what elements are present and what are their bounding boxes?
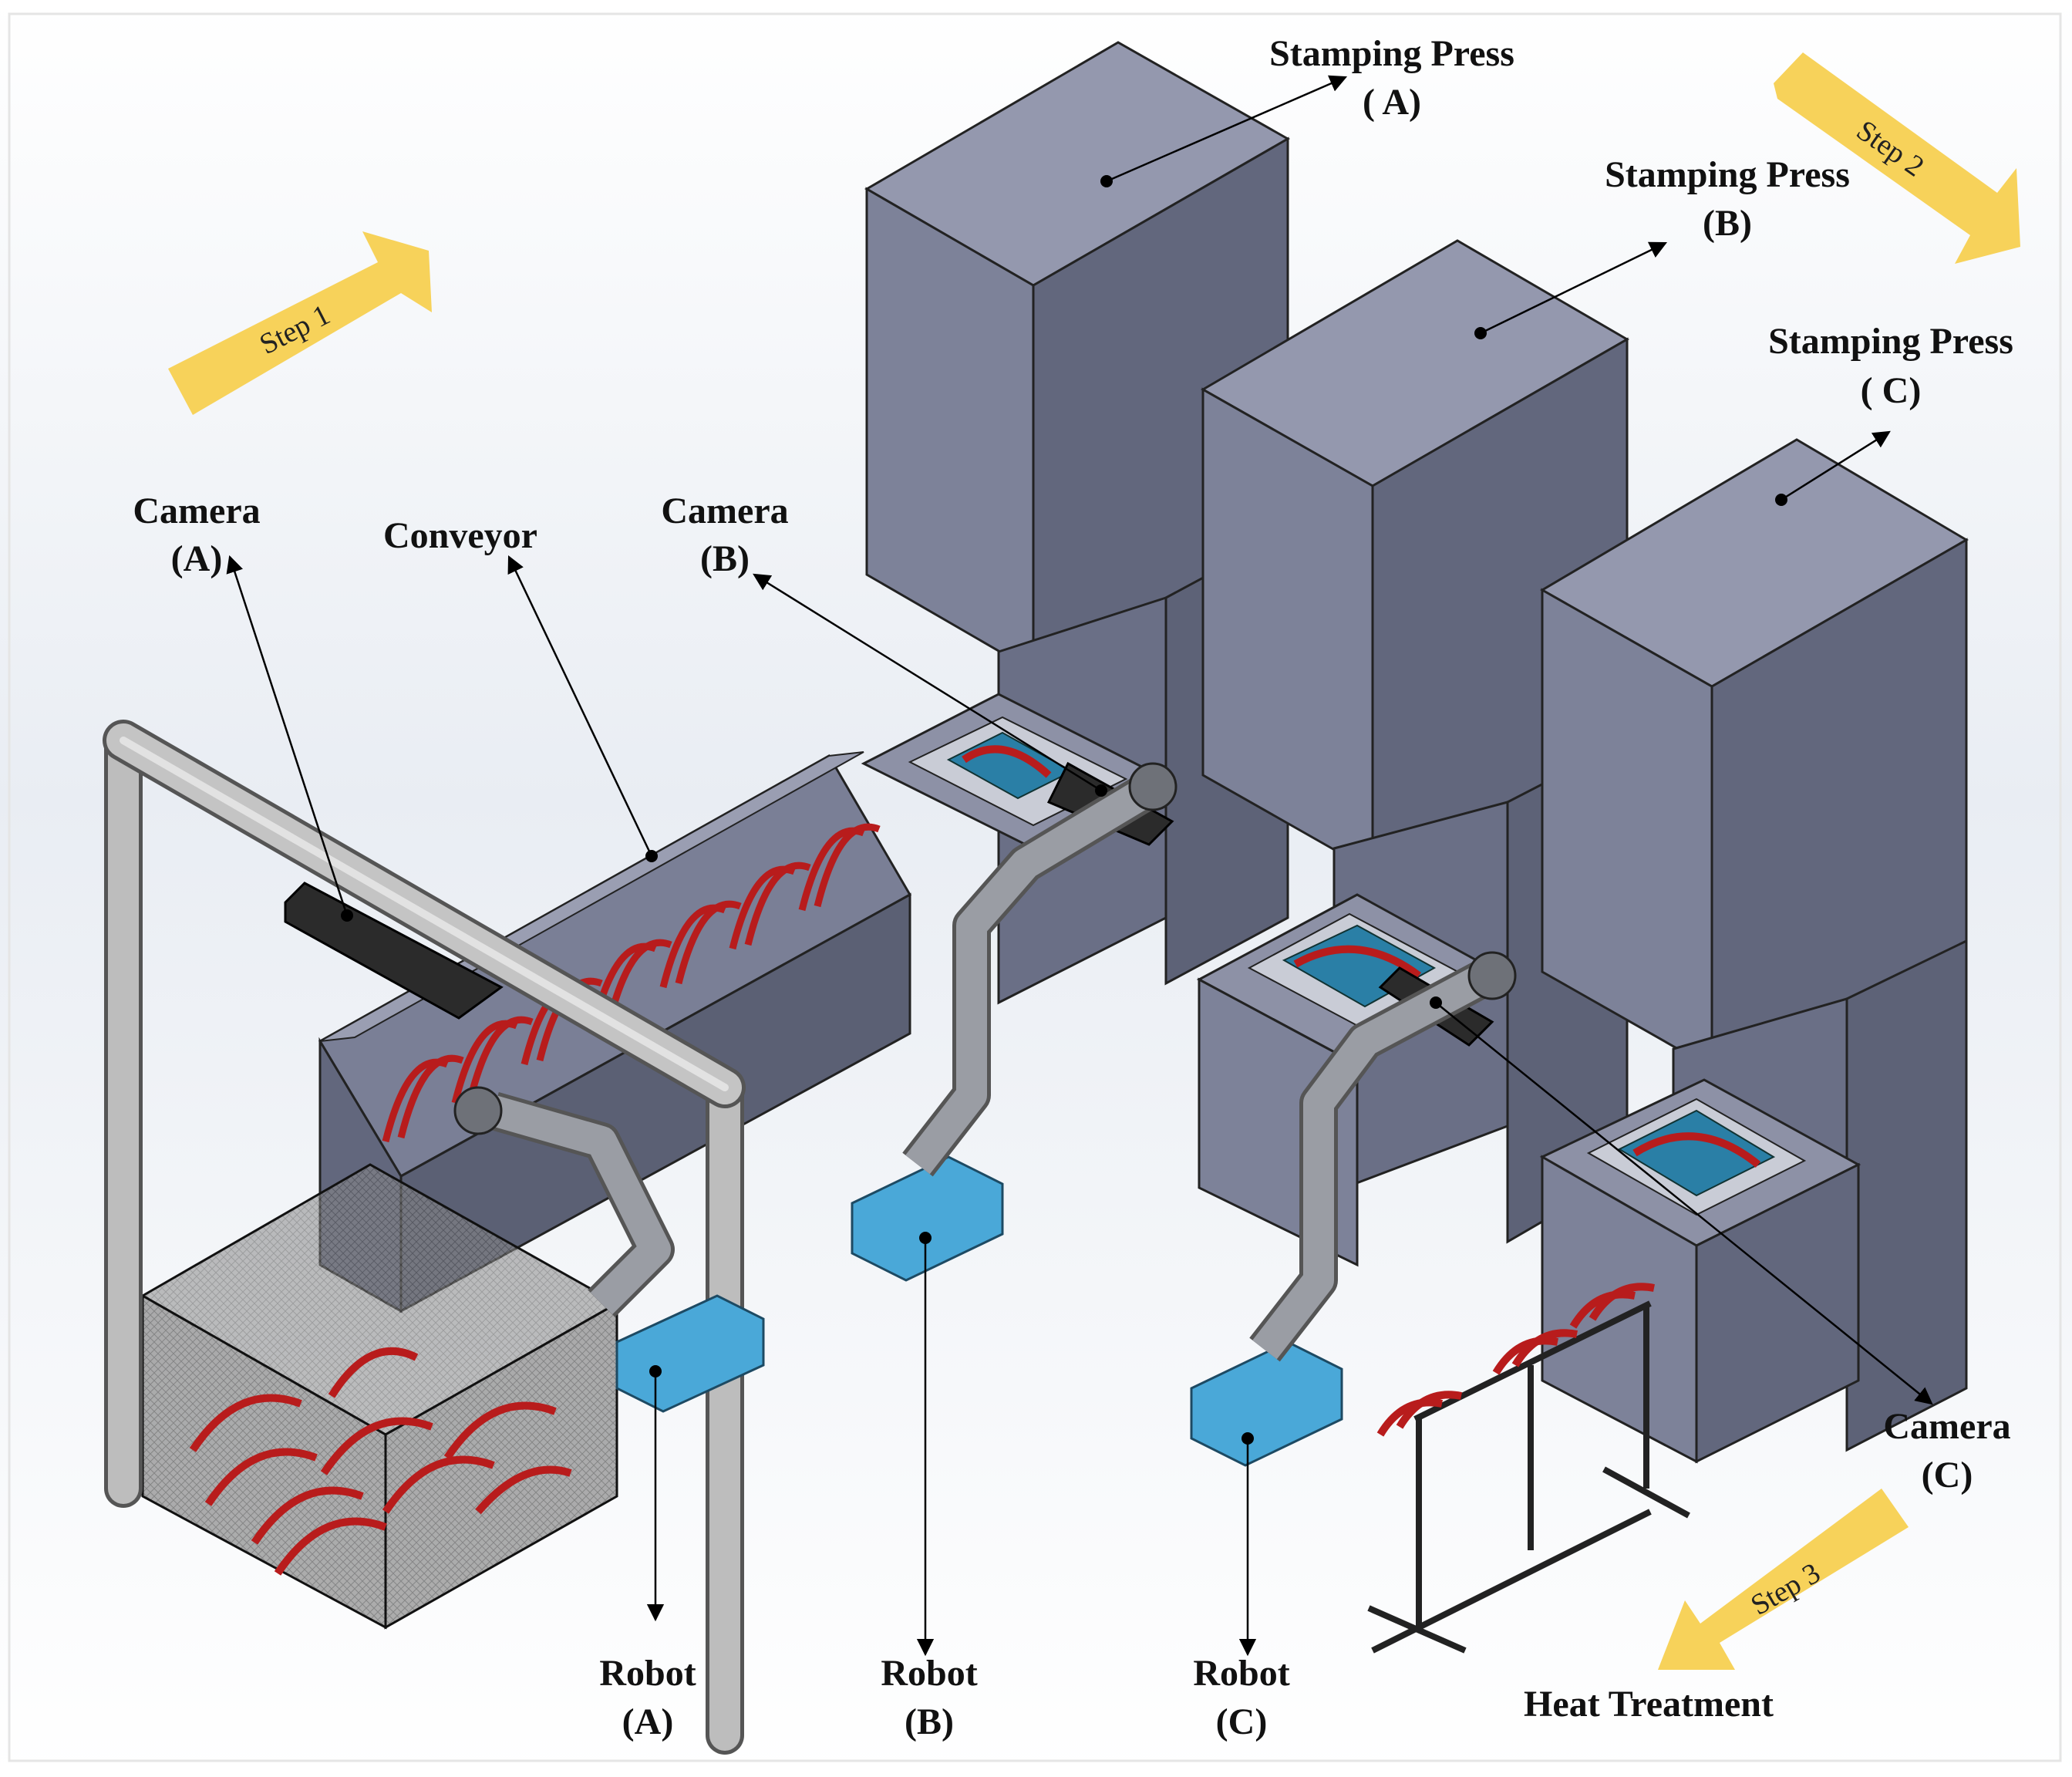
heat-treatment-rack bbox=[1367, 1283, 1690, 1654]
camera-c-title: Camera bbox=[1883, 1406, 2010, 1447]
label-stamping-press-b: Stamping Press (B) bbox=[1605, 154, 1850, 244]
heat-treatment-title: Heat Treatment bbox=[1524, 1684, 1774, 1725]
robot-a bbox=[453, 1086, 765, 1413]
camera-b-title: Camera bbox=[661, 491, 788, 531]
stamping-press-b-id: (B) bbox=[1703, 203, 1752, 244]
label-robot-a: Robot (A) bbox=[599, 1653, 696, 1742]
stamping-press-c-title: Stamping Press bbox=[1768, 321, 2013, 362]
camera-a-id: (A) bbox=[171, 538, 223, 579]
camera-b-id: (B) bbox=[700, 538, 750, 579]
label-camera-b: Camera (B) bbox=[661, 491, 788, 579]
bin-parts bbox=[189, 1347, 572, 1576]
label-robot-c: Robot (C) bbox=[1193, 1653, 1289, 1742]
leader-lines bbox=[226, 75, 1933, 1657]
label-camera-a: Camera (A) bbox=[133, 491, 260, 579]
robot-b-title: Robot bbox=[881, 1653, 977, 1694]
stamping-press-a-id: ( A) bbox=[1363, 82, 1421, 123]
conveyor-title: Conveyor bbox=[383, 515, 537, 556]
robot-c-id: (C) bbox=[1216, 1701, 1268, 1742]
label-robot-b: Robot (B) bbox=[881, 1653, 977, 1742]
label-stamping-press-a: Stamping Press ( A) bbox=[1269, 33, 1514, 123]
camera-a-title: Camera bbox=[133, 491, 260, 531]
stamping-press-c bbox=[1539, 438, 1969, 1464]
robot-b bbox=[851, 762, 1178, 1282]
camera-a bbox=[284, 882, 504, 1020]
gantry-frame bbox=[103, 720, 746, 1755]
robot-c-title: Robot bbox=[1193, 1653, 1289, 1694]
robot-c bbox=[1190, 951, 1517, 1467]
robot-b-id: (B) bbox=[905, 1701, 954, 1742]
stamping-press-b-title: Stamping Press bbox=[1605, 154, 1850, 195]
camera-c-id: (C) bbox=[1922, 1455, 1973, 1495]
label-camera-c: Camera (C) bbox=[1883, 1406, 2010, 1495]
robot-a-id: (A) bbox=[622, 1701, 674, 1742]
frame-border bbox=[8, 12, 2062, 1762]
label-heat-treatment: Heat Treatment bbox=[1524, 1684, 1774, 1725]
stamping-press-a-title: Stamping Press bbox=[1269, 33, 1514, 74]
stamping-press-a bbox=[861, 41, 1291, 1005]
parts-bin bbox=[140, 1163, 620, 1630]
stamping-press-c-id: ( C) bbox=[1861, 370, 1922, 411]
leader-dots bbox=[341, 175, 1787, 1445]
label-conveyor: Conveyor bbox=[383, 515, 537, 556]
robot-a-title: Robot bbox=[599, 1653, 696, 1694]
label-stamping-press-c: Stamping Press ( C) bbox=[1768, 321, 2013, 411]
